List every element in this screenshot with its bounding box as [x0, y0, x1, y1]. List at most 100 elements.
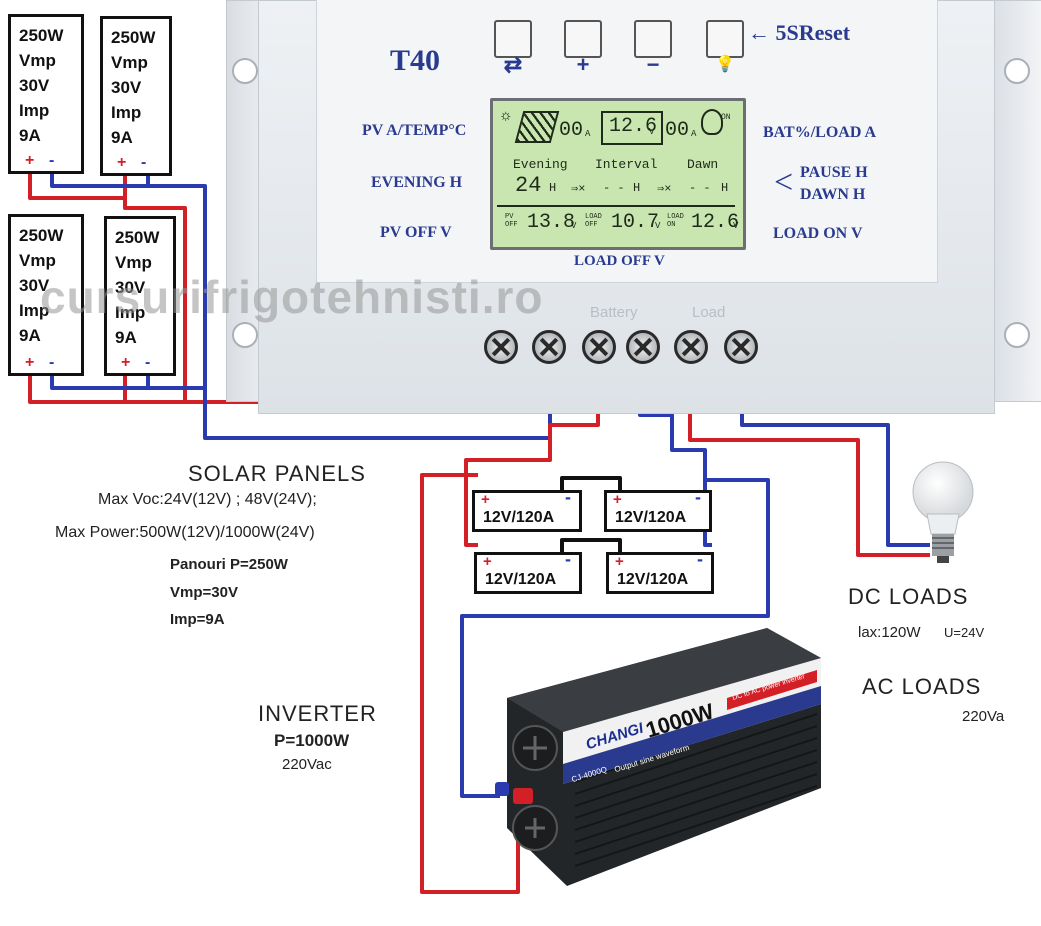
panel-spec: Vmp — [111, 53, 148, 72]
minus-button[interactable] — [634, 20, 672, 58]
positive-terminal: + — [25, 354, 35, 371]
positive-terminal: + — [121, 354, 131, 371]
panouri-power: Panouri P=250W — [170, 556, 288, 573]
dc-loads-voltage: U=24V — [944, 625, 985, 640]
pv-current-unit: A — [585, 129, 591, 139]
positive-terminal: + — [483, 553, 492, 570]
bat-load-label: BAT%/LOAD A — [763, 124, 877, 141]
lcd-display: ☼ 00 A 12.6 V 00 A ON Evening Interval D… — [490, 98, 746, 250]
panel-spec: 250W — [111, 28, 156, 47]
max-voc-text: Max Voc:24V(12V) ; 48V(24V); — [98, 491, 317, 508]
negative-terminal: - — [565, 549, 571, 569]
negative-terminal: - — [697, 549, 703, 569]
panouri-vmp: Vmp=30V — [170, 584, 238, 601]
reset-label: ← 5SReset — [748, 20, 851, 45]
dawn-label: DAWN H — [800, 186, 866, 203]
lcd-interval: Interval — [595, 157, 658, 172]
lcd-unit: H — [721, 181, 729, 195]
positive-terminal: + — [117, 154, 127, 171]
battery-rating: 12V/120A — [485, 571, 557, 588]
positive-terminal: + — [615, 553, 624, 570]
lcd-unit: H — [633, 181, 641, 195]
pv-current: 00 — [559, 119, 584, 142]
battery-rating: 12V/120A — [617, 571, 689, 588]
panel-spec: Imp — [19, 301, 50, 320]
solar-panels-title: SOLAR PANELS — [188, 461, 366, 486]
lcd-unit: V — [733, 221, 739, 231]
battery-voltage: 12.6 — [609, 115, 658, 138]
solar-panel-icon — [514, 111, 560, 143]
lcd-unit: H — [549, 181, 557, 195]
negative-terminal: - — [565, 487, 571, 507]
lcd-load-off-value: 10.7 — [611, 211, 660, 234]
plus-button[interactable] — [564, 20, 602, 58]
negative-terminal: - — [141, 154, 147, 171]
pv-off-label: PV OFF V — [380, 224, 452, 241]
battery-3: + - 12V/120A — [474, 549, 582, 594]
panel-spec: Vmp — [19, 251, 56, 270]
battery-2: + - 12V/120A — [604, 487, 712, 532]
panel-spec: 9A — [19, 326, 41, 345]
mount-hole — [1004, 322, 1030, 348]
evening-label: EVENING H — [371, 174, 463, 191]
positive-terminal: + — [25, 152, 35, 169]
inverter-voltage: 220Vac — [282, 756, 332, 773]
pv-positive-terminal[interactable] — [484, 330, 518, 364]
inverter-title: INVERTER — [258, 701, 377, 726]
panouri-imp: Imp=9A — [170, 611, 225, 628]
panel-spec: 250W — [19, 26, 64, 45]
solar-panel-2: 250W Vmp 30V Imp 9A + - — [100, 16, 172, 176]
load-current: 00 — [665, 119, 690, 142]
lcd-arrow: ⇒× — [571, 182, 586, 196]
battery-negative-terminal[interactable] — [626, 330, 660, 364]
pause-label: PAUSE H — [800, 164, 868, 181]
battery-rating: 12V/120A — [483, 509, 555, 526]
lcd-evening-hours: 24 — [515, 173, 542, 198]
bulb-lcd-icon — [701, 109, 723, 135]
sun-icon: ☼ — [501, 107, 511, 125]
battery-rating: 12V/120A — [615, 509, 687, 526]
negative-terminal: - — [145, 354, 151, 371]
lcd-dawn-value: - - — [689, 181, 711, 195]
battery-terminal-label: Battery — [590, 304, 638, 321]
pv-negative-terminal[interactable] — [532, 330, 566, 364]
light-button[interactable] — [706, 20, 744, 58]
inverter-power: P=1000W — [274, 731, 350, 750]
battery-voltage-unit: V — [649, 127, 655, 137]
ac-loads-voltage: 220Va — [962, 708, 1005, 725]
plus-icon: + — [576, 52, 590, 77]
dc-loads-title: DC LOADS — [848, 584, 969, 609]
panel-spec: 9A — [111, 128, 133, 147]
load-off-label: LOAD OFF V — [574, 253, 665, 269]
negative-terminal: - — [49, 354, 55, 371]
swap-arrows-icon: ⇄ — [503, 52, 523, 77]
bulb-icon: 💡 — [715, 56, 735, 73]
mode-button[interactable] — [494, 20, 532, 58]
battery-icon — [601, 111, 663, 145]
load-negative-terminal[interactable] — [724, 330, 758, 364]
load-on-label: LOAD ON V — [773, 225, 863, 242]
bracket-glyph: < — [774, 164, 794, 201]
model-label: T40 — [390, 44, 441, 77]
battery-4: + - 12V/120A — [606, 549, 714, 594]
load-current-unit: A — [691, 129, 697, 139]
load-terminal-label: Load — [692, 304, 726, 321]
panel-spec: Imp — [19, 101, 50, 120]
mount-hole — [1004, 58, 1030, 84]
panel-spec: 250W — [115, 228, 160, 247]
lcd-unit: V — [571, 221, 577, 231]
pv-temp-label: PV A/TEMP°C — [362, 122, 467, 139]
panel-spec: 250W — [19, 226, 64, 245]
inverter-device: CHANGI 1000W DC to AC power inverter CJ-… — [495, 628, 825, 888]
negative-terminal: - — [49, 152, 55, 169]
negative-terminal: - — [695, 487, 701, 507]
panel-spec: Imp — [111, 103, 142, 122]
lcd-arrow: ⇒× — [657, 182, 672, 196]
positive-terminal: + — [613, 491, 622, 508]
load-positive-terminal[interactable] — [674, 330, 708, 364]
load-on-indicator: ON — [721, 113, 731, 122]
lcd-pv-off-label: PV OFF — [505, 213, 518, 229]
lcd-evening: Evening — [513, 157, 568, 172]
watermark: cursurifrigotehnisti.ro — [40, 271, 544, 323]
battery-positive-terminal[interactable] — [582, 330, 616, 364]
